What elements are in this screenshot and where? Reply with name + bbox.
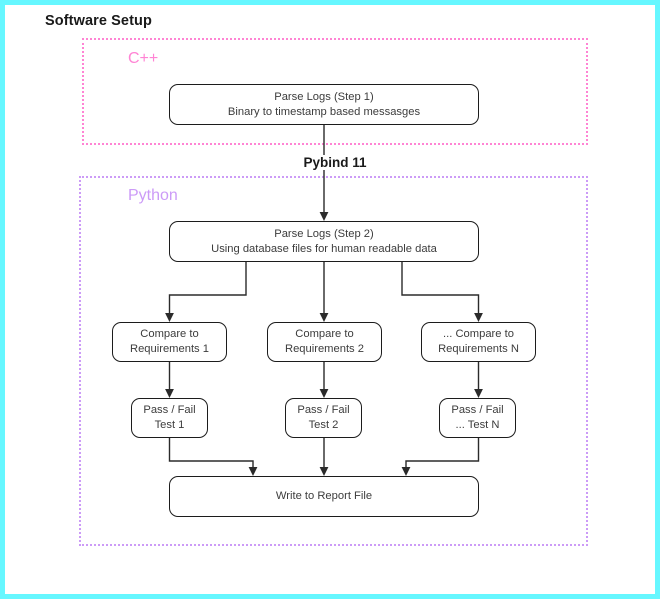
group-container-cpp: C++	[82, 38, 588, 145]
group-label-python: Python	[128, 187, 178, 204]
node-line-1: Pass / Fail	[451, 404, 504, 416]
node-pass-fail-test-1[interactable]: Pass / Fail Test 1	[131, 398, 208, 438]
node-line-2: Test 1	[154, 419, 185, 431]
node-pass-fail-test-n[interactable]: Pass / Fail ... Test N	[439, 398, 516, 438]
node-compare-to-requirements-n[interactable]: ... Compare to Requirements N	[421, 322, 536, 362]
node-line-2: Requirements 1	[130, 343, 209, 355]
node-line-1: Pass / Fail	[297, 404, 350, 416]
node-compare-to-requirements-2[interactable]: Compare to Requirements 2	[267, 322, 382, 362]
node-line-1: Pass / Fail	[143, 404, 196, 416]
bridge-label-pybind: Pybind 11	[5, 155, 660, 170]
node-line-2: Using database files for human readable …	[211, 242, 437, 255]
node-parse-logs-step-2[interactable]: Parse Logs (Step 2) Using database files…	[169, 221, 479, 262]
node-line-1: Parse Logs (Step 2)	[274, 227, 374, 240]
node-write-to-report-file[interactable]: Write to Report File	[169, 476, 479, 517]
node-line-1: Parse Logs (Step 1)	[274, 90, 374, 103]
node-line-2: Test 2	[308, 419, 339, 431]
group-container-python: Python	[79, 176, 588, 546]
bridge-label-text: Pybind 11	[297, 155, 373, 170]
node-line-1: Write to Report File	[275, 490, 373, 502]
node-line-2: Requirements 2	[285, 343, 364, 355]
node-line-2: Requirements N	[438, 343, 519, 355]
node-line-2: ... Test N	[455, 419, 500, 431]
node-line-1: Compare to	[140, 328, 199, 340]
node-line-2: Binary to timestamp based messasges	[227, 105, 421, 118]
node-line-1: Compare to	[295, 328, 354, 340]
node-line-1: ... Compare to	[443, 328, 514, 340]
page-title: Software Setup	[45, 13, 152, 29]
node-compare-to-requirements-1[interactable]: Compare to Requirements 1	[112, 322, 227, 362]
node-parse-logs-step-1[interactable]: Parse Logs (Step 1) Binary to timestamp …	[169, 84, 479, 125]
node-pass-fail-test-2[interactable]: Pass / Fail Test 2	[285, 398, 362, 438]
group-label-cpp: C++	[128, 50, 159, 67]
